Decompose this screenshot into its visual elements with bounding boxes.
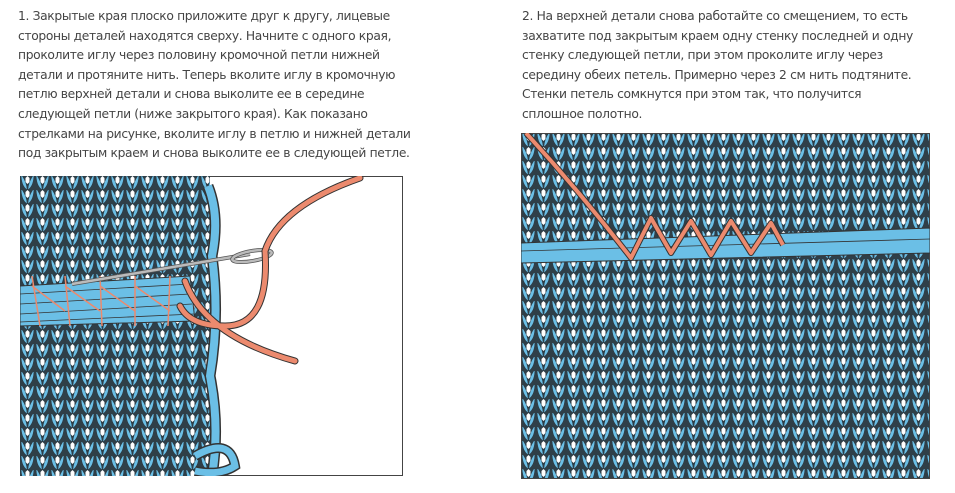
- direction-arrows: [31, 275, 171, 327]
- text-line: следующей петли (ниже закрытого края). К…: [18, 106, 368, 121]
- text-line: захватите под закрытым краем одну стенку…: [522, 28, 913, 43]
- text-line: детали и протяните нить. Теперь вколите …: [18, 67, 396, 82]
- text-line: Стенки петель сомкнутся при этом так, чт…: [522, 87, 862, 102]
- figure-1-illustration: [20, 176, 403, 476]
- text-line: стрелками на рисунке, вколите иглу в пет…: [18, 126, 411, 141]
- text-line: стороны деталей находятся сверху. Начнит…: [18, 28, 392, 43]
- knitted-fabric: [521, 133, 930, 479]
- text-line: середину обеих петель. Примерно через 2 …: [522, 67, 912, 82]
- text-line: петлю верхней детали и снова выколите ее…: [18, 87, 365, 102]
- text-line: сплошное полотно.: [522, 106, 643, 121]
- text-line: 2. На верхней детали снова работайте со …: [522, 9, 908, 23]
- joined-seam: [521, 227, 930, 264]
- text-line: 1. Закрытые края плоско приложите друг к…: [18, 9, 390, 23]
- knitted-fabric: [20, 176, 210, 476]
- text-line: под закрытым краем и снова выколите ее в…: [18, 146, 410, 161]
- text-line: проколите иглу через половину кромочной …: [18, 48, 380, 63]
- figure-2-illustration: [521, 133, 930, 479]
- step-2-instructions: 2. На верхней детали снова работайте со …: [522, 7, 913, 125]
- figure-frame: [521, 133, 930, 479]
- text-line: стенку следующей петли, при этом проколи…: [522, 48, 883, 63]
- step-1-instructions: 1. Закрытые края плоско приложите друг к…: [18, 7, 411, 164]
